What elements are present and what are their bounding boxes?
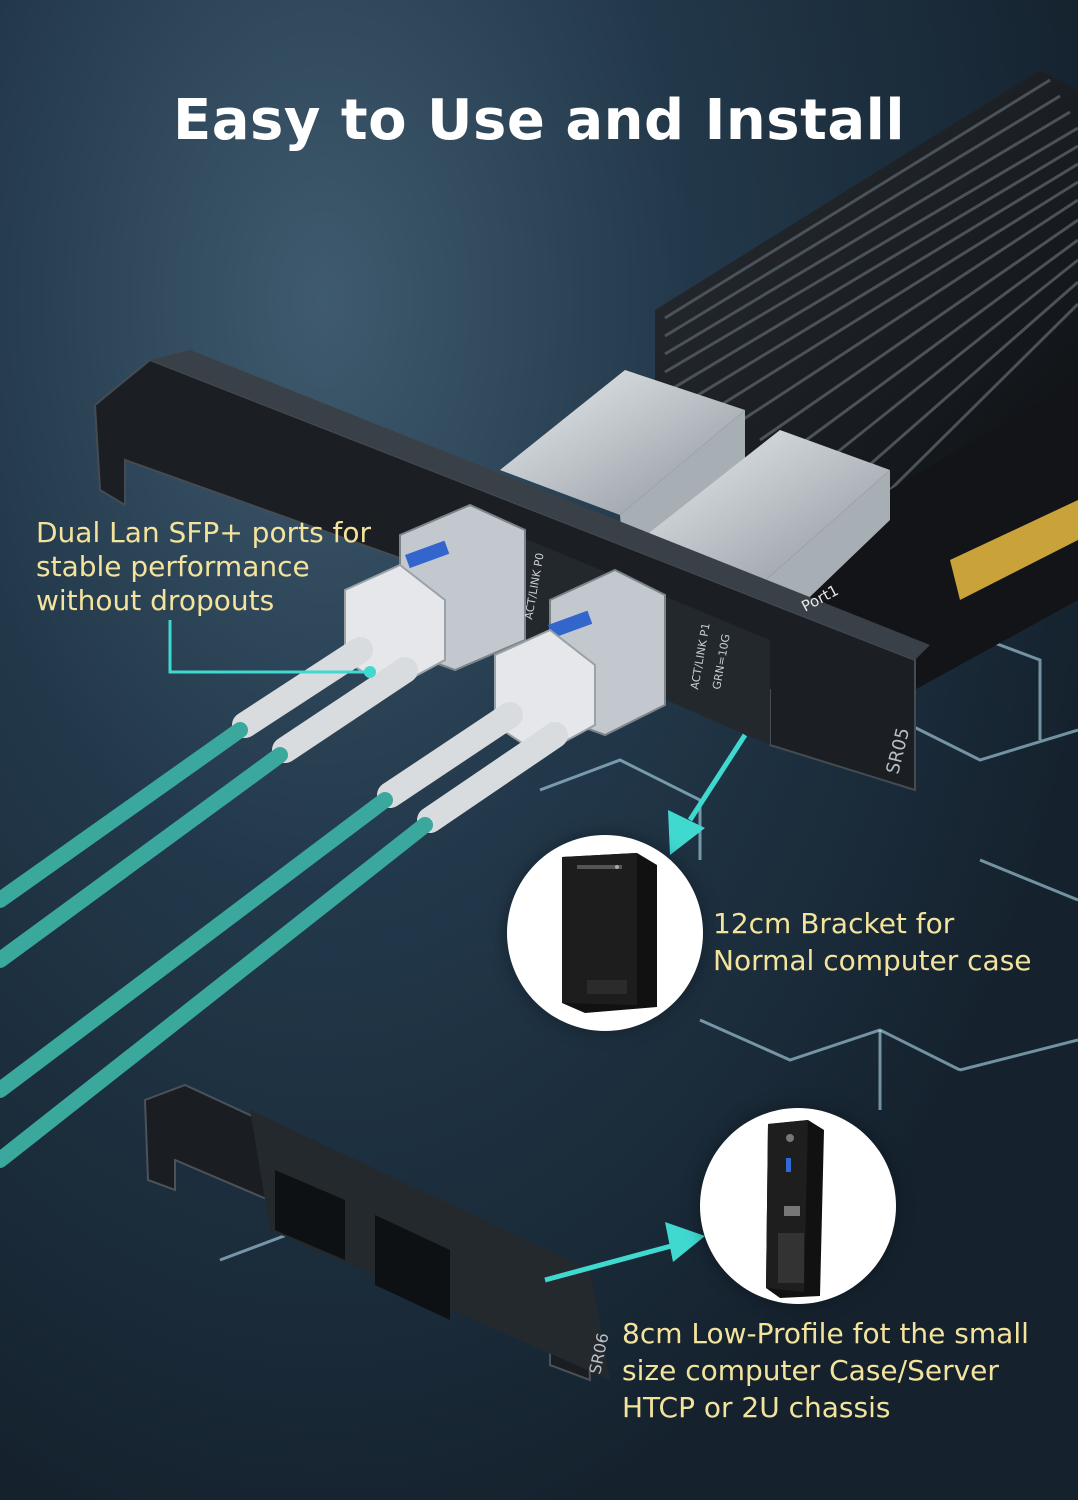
bracket-arrow — [668, 733, 748, 855]
callout-connectors — [168, 620, 365, 674]
mini-pc-icon — [700, 1108, 896, 1304]
callout-ports-line-1: Dual Lan SFP+ ports for — [36, 516, 372, 549]
fiber-cables — [0, 722, 433, 1168]
callout-low-line-1: 8cm Low-Profile fot the small — [622, 1317, 1029, 1350]
sfp-module-p0 — [344, 503, 526, 692]
pcie-gold-fingers — [950, 500, 1078, 600]
callout-normal-bracket: 12cm Bracket for Normal computer case — [713, 905, 1032, 979]
callout-low-profile: 8cm Low-Profile fot the small size compu… — [622, 1315, 1029, 1426]
callout-low-line-3: HTCP or 2U chassis — [622, 1391, 891, 1424]
callout-ports: Dual Lan SFP+ ports for stable performan… — [36, 516, 371, 618]
fiber-connectors — [232, 637, 568, 833]
tower-pc-icon — [507, 835, 703, 1031]
port-callout-dot — [364, 666, 376, 678]
callout-low-line-2: size computer Case/Server — [622, 1354, 999, 1387]
callout-normal-line-2: Normal computer case — [713, 944, 1032, 977]
low-profile-arrow — [544, 1222, 705, 1283]
callout-ports-line-3: without dropouts — [36, 584, 275, 617]
callout-normal-line-1: 12cm Bracket for — [713, 907, 955, 940]
low-profile-bracket — [143, 1083, 610, 1382]
callout-ports-line-2: stable performance — [36, 550, 310, 583]
page-title: Easy to Use and Install — [172, 88, 906, 153]
heatsink — [655, 70, 1078, 545]
